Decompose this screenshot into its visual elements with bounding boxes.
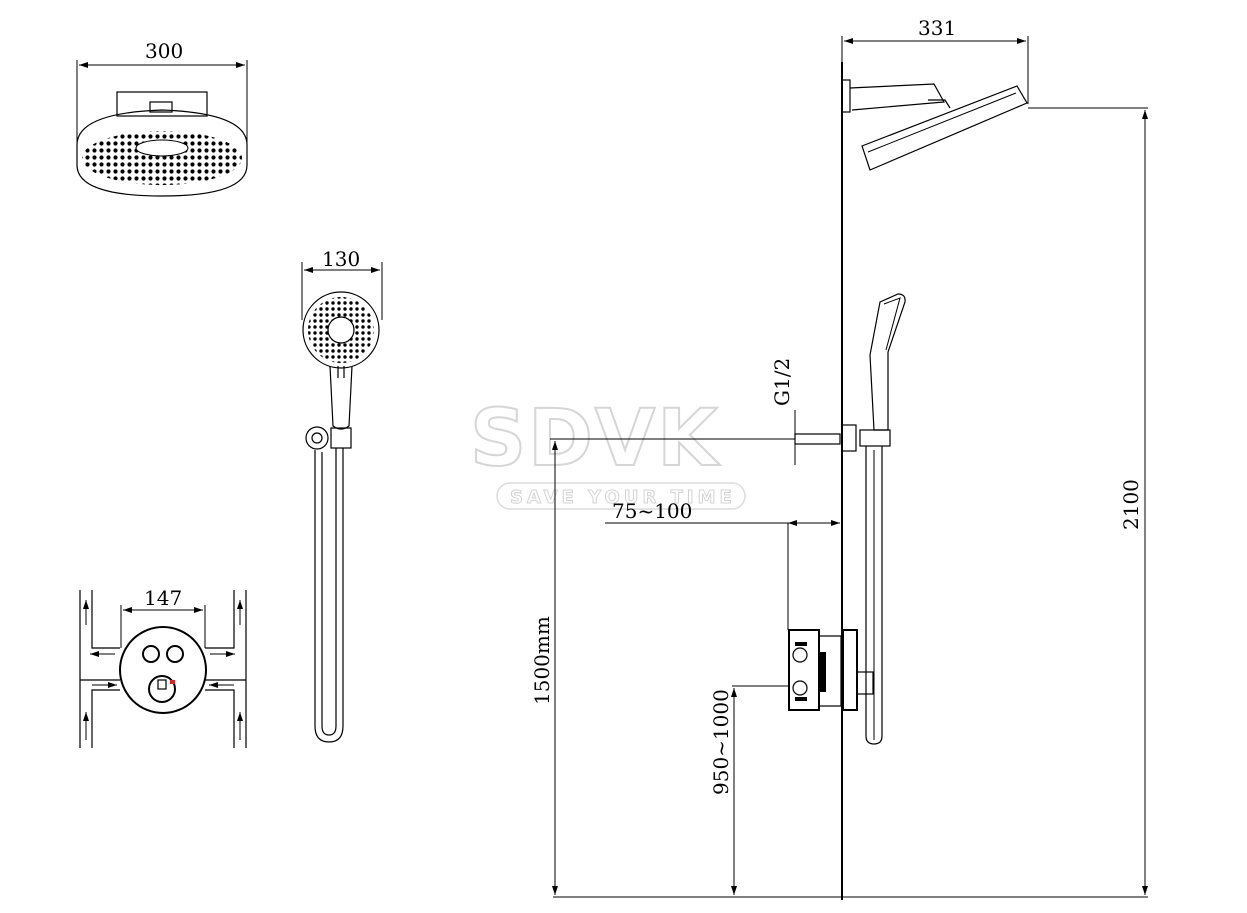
hand-hose-inner [321, 448, 337, 736]
valve-port-lower [792, 680, 808, 696]
hand-holder-ring [305, 426, 329, 450]
outlet-height-label: 1500mm [530, 616, 554, 705]
arm-projection-label: 331 [918, 16, 956, 40]
rain-arm-stub [149, 101, 173, 113]
shower-head-side [861, 85, 1028, 171]
hand-head-outer [302, 291, 380, 369]
watermark: SDVK SAVE YOUR TIME [469, 393, 746, 510]
valve-height-label: 950~1000 [709, 689, 733, 795]
valve-knob-side [856, 671, 874, 695]
pipe-right-4 [205, 689, 235, 748]
valve-button-right [166, 645, 184, 663]
rain-wall-bracket [116, 91, 208, 117]
thread-size-label: G1/2 [770, 358, 794, 406]
hand-hose-side [865, 446, 883, 745]
valve-front-view: 147 [79, 586, 247, 748]
pipe-left-4 [91, 689, 120, 748]
hand-center-plate [327, 316, 355, 344]
valve-knob [148, 675, 176, 703]
hand-holder-ring-inner [311, 432, 323, 444]
total-height-label: 2100 [1119, 479, 1143, 530]
hand-hose-outer [314, 448, 344, 743]
rain-shower-front-view: 300 [76, 39, 248, 197]
hand-shower-side-face [883, 297, 901, 351]
hand-shower-width-label: 130 [322, 247, 360, 271]
shower-arm-joint [928, 99, 951, 109]
pipe-right-2 [205, 590, 235, 649]
watermark-slogan-frame [496, 482, 746, 510]
valve-detail-1 [795, 642, 807, 646]
valve-plate [119, 626, 207, 714]
valve-button-left [142, 645, 160, 663]
valve-plate-side [842, 629, 858, 711]
rain-head-body [76, 109, 248, 197]
watermark-slogan: SAVE YOUR TIME [510, 487, 736, 508]
hand-holder-side [859, 429, 891, 447]
shower-head-face [867, 92, 1017, 153]
valve-port-upper [792, 647, 808, 663]
rain-nozzle-field [82, 131, 242, 185]
rain-shower-width-label: 300 [145, 39, 183, 63]
wall-outlet-flange [841, 424, 857, 452]
valve-detail-3 [820, 652, 826, 692]
valve-body-inner [818, 635, 842, 707]
valve-knob-red-mark [170, 680, 175, 684]
pipe-left-2 [91, 590, 120, 649]
valve-detail-2 [795, 697, 807, 701]
hand-shower-front-view: 130 [301, 247, 383, 743]
g12-pipe [794, 433, 841, 445]
wall-depth-label: 75~100 [612, 499, 692, 523]
rain-center-plate [135, 139, 189, 157]
arm-flange [841, 79, 851, 113]
valve-knob-indicator [157, 679, 167, 690]
valve-width-label: 147 [144, 586, 182, 610]
hand-handle [329, 365, 353, 430]
hand-shower-side [869, 293, 906, 431]
hand-holder-clip [330, 427, 352, 449]
side-elevation: 331 2100 G1/2 1500mm 75~100 [530, 16, 1148, 900]
shower-arm [849, 83, 945, 111]
